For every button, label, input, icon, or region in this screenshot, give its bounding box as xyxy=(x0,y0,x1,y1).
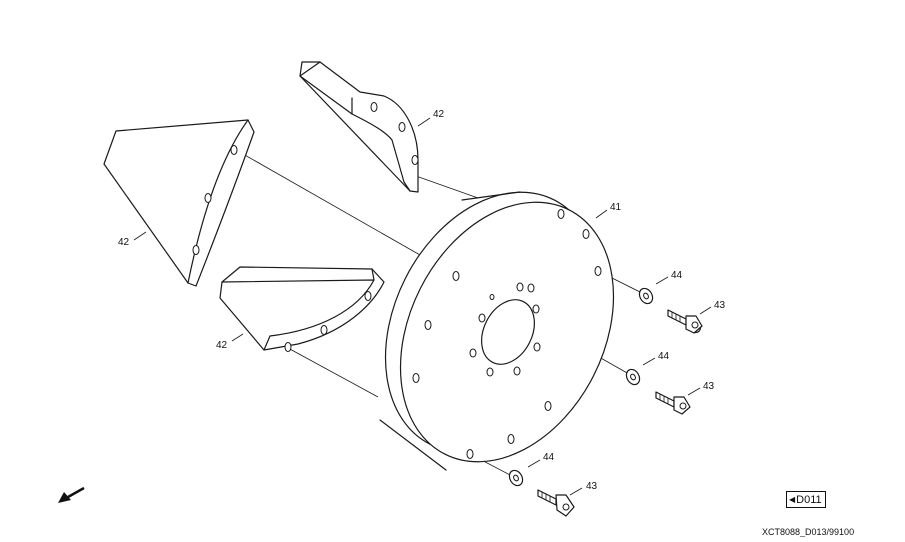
callout-41: 41 xyxy=(610,202,622,213)
callout-42-left: 42 xyxy=(118,237,130,248)
drawing-code: XCT8088_D013/99100 xyxy=(762,527,855,537)
front-direction-arrow-icon xyxy=(58,486,85,503)
callout-44-upper: 44 xyxy=(671,270,683,281)
callout-44-lower: 44 xyxy=(543,452,555,463)
callout-42-bottom: 42 xyxy=(216,340,228,351)
cap-screw-43-upper xyxy=(667,309,703,334)
callout-42-top: 42 xyxy=(433,109,445,120)
washer-44-lower xyxy=(508,469,524,487)
reference-tag-label: D011 xyxy=(796,494,822,506)
callout-44-middle: 44 xyxy=(658,351,670,362)
cap-screw-43-lower xyxy=(537,489,575,517)
washer-44-middle xyxy=(625,368,641,386)
cap-screw-43-middle xyxy=(655,391,691,415)
segment-42-top xyxy=(299,61,419,193)
callout-43-middle: 43 xyxy=(703,381,715,392)
washer-44-upper xyxy=(638,287,654,305)
segment-42-bottom xyxy=(219,266,385,352)
leader-lines xyxy=(133,117,712,496)
callout-labels: 41 42 42 42 44 44 44 43 43 43 xyxy=(118,109,726,492)
segment-42-left xyxy=(103,119,255,287)
reference-tag: ◀D011 xyxy=(786,491,826,508)
left-triangle-icon: ◀ xyxy=(789,495,796,504)
callout-43-upper: 43 xyxy=(714,300,726,311)
flexplate-41 xyxy=(379,191,615,471)
callout-43-lower: 43 xyxy=(586,481,598,492)
